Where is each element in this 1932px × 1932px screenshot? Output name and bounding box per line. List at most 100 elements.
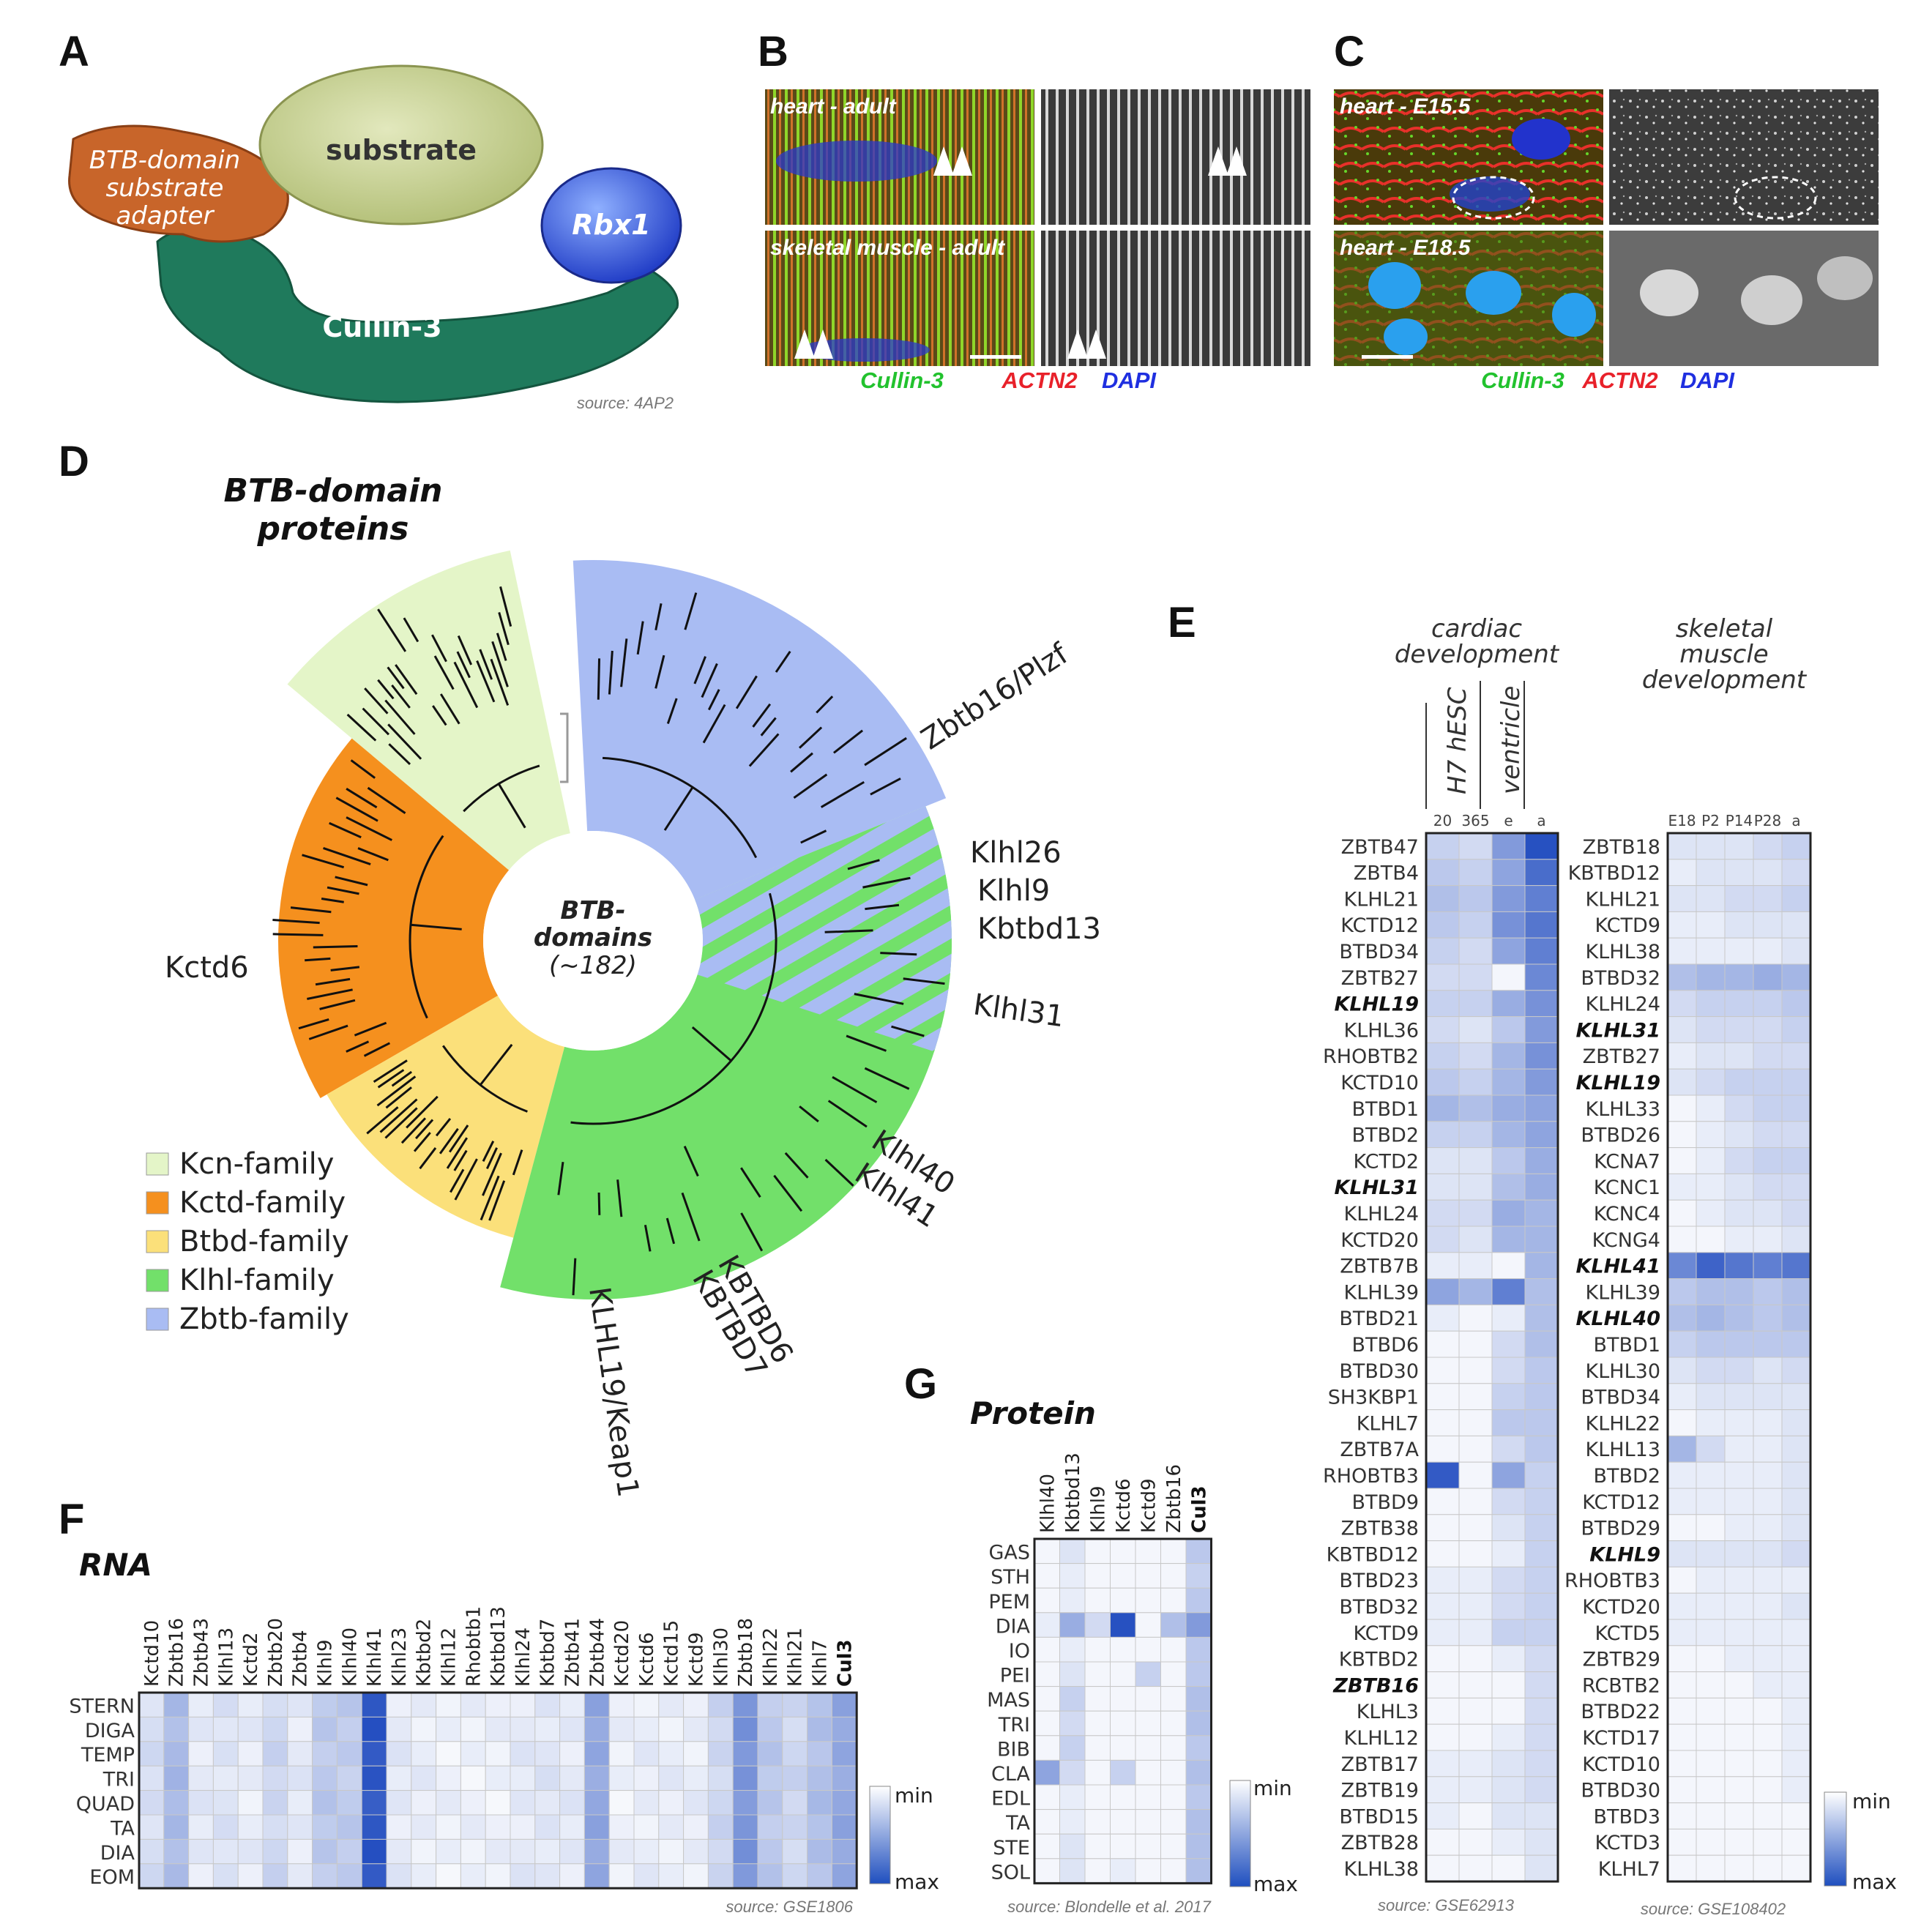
d-gene-klhl19: KLHL19/Keap1 — [582, 1285, 645, 1499]
heat-cell — [1491, 1121, 1526, 1149]
heat-cell — [1491, 1828, 1526, 1856]
sector-klhl-zbtb-stripes — [695, 806, 952, 1052]
heat-cell — [1491, 1304, 1526, 1332]
heat-cell — [1667, 1828, 1697, 1856]
cullin-label: Cullin-3 — [322, 311, 441, 343]
heat-cell — [436, 1814, 461, 1840]
heat-cell — [1185, 1538, 1212, 1564]
heat-cell — [1696, 1199, 1726, 1227]
d-branch-leaf — [346, 788, 378, 809]
legend-label: Btbd-family — [179, 1225, 349, 1258]
heat-cell — [1491, 1645, 1526, 1673]
d-branch-leaf — [379, 1098, 418, 1133]
heat-cell — [262, 1741, 288, 1767]
heat-cell — [534, 1716, 561, 1742]
heat-cell — [1667, 1226, 1697, 1253]
row-label: EDL — [991, 1788, 1030, 1810]
heat-cell — [1667, 1566, 1697, 1594]
heat-cell — [1458, 1173, 1493, 1201]
col-label: Zbtb4 — [290, 1630, 312, 1687]
e-color-scale — [1824, 1791, 1847, 1887]
heat-cell — [1491, 1435, 1526, 1463]
heat-cell — [287, 1863, 313, 1889]
heat-cell — [1696, 1016, 1726, 1043]
d-branch-leaf — [824, 1158, 854, 1187]
heat-cell — [1724, 1121, 1754, 1149]
heat-cell — [287, 1765, 313, 1791]
heat-cell — [1524, 1828, 1559, 1856]
heat-cell — [1059, 1759, 1086, 1786]
heat-cell — [1458, 937, 1493, 965]
heatmap-frame — [1666, 832, 1812, 1883]
heat-cell — [1160, 1587, 1187, 1614]
heat-cell — [1524, 1776, 1559, 1804]
heat-cell — [1425, 911, 1460, 939]
heat-cell — [1034, 1686, 1060, 1712]
col-label: Kctd9 — [1138, 1478, 1160, 1533]
heat-cell — [1781, 1357, 1811, 1384]
heat-cell — [138, 1838, 165, 1865]
heat-cell — [732, 1692, 758, 1717]
heat-cell — [1425, 1488, 1460, 1515]
heat-cell — [1059, 1784, 1086, 1810]
row-label: KBTBD12 — [1327, 1543, 1419, 1566]
row-label: KLHL12 — [1344, 1727, 1419, 1750]
heat-cell — [1135, 1661, 1161, 1687]
heat-cell — [1781, 1671, 1811, 1698]
d-branch-leaf — [346, 1040, 370, 1053]
heat-cell — [1110, 1809, 1136, 1835]
heat-cell — [1491, 1278, 1526, 1305]
heat-cell — [1491, 1671, 1526, 1698]
col-label: Kctd15 — [661, 1620, 683, 1687]
d-branch-leaf — [740, 1212, 764, 1252]
row-label: KCTD10 — [1340, 1072, 1419, 1094]
heat-cell — [1524, 1723, 1559, 1751]
heat-cell — [1458, 1016, 1493, 1043]
heat-cell — [1425, 885, 1460, 912]
d-branch-leaf — [406, 1095, 439, 1129]
heat-cell — [1667, 1409, 1697, 1436]
heat-cell — [608, 1716, 635, 1742]
row-label: KLHL7 — [1357, 1412, 1419, 1435]
heat-cell — [237, 1838, 264, 1865]
heat-cell — [163, 1863, 190, 1889]
heat-cell — [1524, 1042, 1559, 1070]
heat-cell — [1135, 1612, 1161, 1638]
heat-cell — [1753, 1776, 1783, 1804]
col-label: Cul3 — [834, 1639, 856, 1687]
heat-cell — [1491, 1357, 1526, 1384]
heat-cell — [138, 1790, 165, 1816]
heat-cell — [782, 1790, 808, 1816]
heat-cell — [1034, 1759, 1060, 1786]
heat-cell — [1491, 1042, 1526, 1070]
heat-cell — [1781, 1383, 1811, 1411]
heat-cell — [138, 1765, 165, 1791]
heat-cell — [1458, 1776, 1493, 1804]
d-branch-leaf — [384, 699, 416, 735]
heat-cell — [1753, 885, 1783, 912]
d-bracket — [560, 712, 569, 783]
heat-cell — [1135, 1833, 1161, 1860]
heat-cell — [1781, 885, 1811, 912]
heat-cell — [1667, 1068, 1697, 1096]
d-branch-leaf — [740, 1167, 761, 1198]
col-label: Kctd9 — [686, 1632, 708, 1687]
heat-cell — [1160, 1858, 1187, 1884]
d-branch-leaf — [793, 773, 828, 799]
d-branch-leaf — [391, 1070, 412, 1087]
d-branch-leaf — [419, 1147, 437, 1170]
heat-cell — [1524, 1592, 1559, 1620]
heat-cell — [1034, 1538, 1060, 1564]
row-label: STERN — [69, 1695, 135, 1717]
d-branch-leaf — [476, 660, 496, 703]
d-branch-leaf — [773, 1174, 803, 1212]
heat-cell — [1724, 1592, 1754, 1620]
heat-cell — [1696, 1540, 1726, 1567]
heat-cell — [707, 1790, 734, 1816]
d-branch-leaf — [457, 635, 473, 665]
heat-cell — [386, 1692, 412, 1717]
heat-cell — [1491, 1409, 1526, 1436]
heat-cell — [485, 1741, 511, 1767]
d-branch-leaf — [644, 1224, 652, 1252]
heat-cell — [1084, 1686, 1111, 1712]
